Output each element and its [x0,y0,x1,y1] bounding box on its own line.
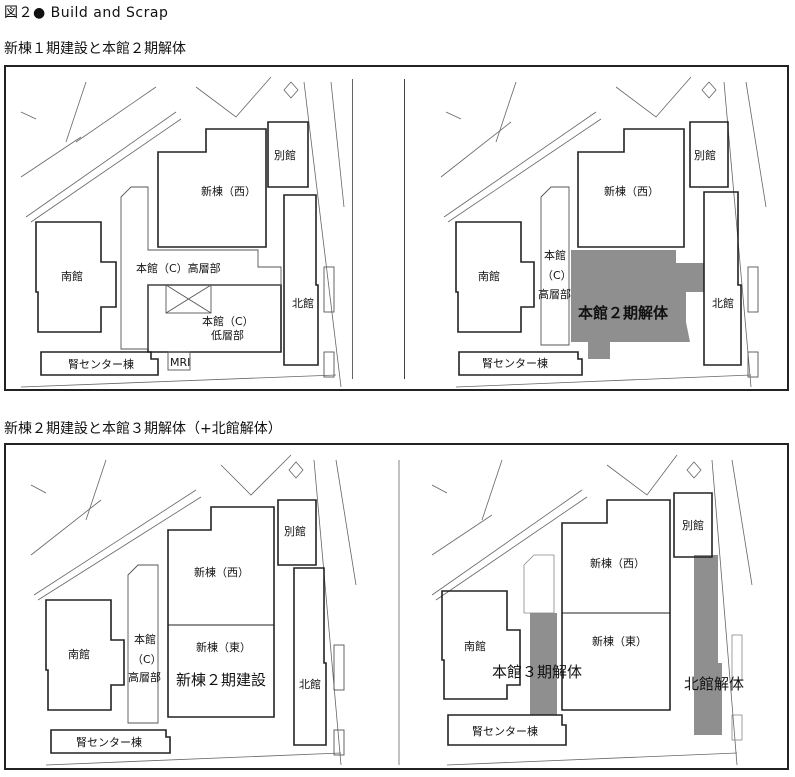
label-main-phase3-demolition: 本館３期解体 [492,663,582,681]
section-1-frame: 新棟（西） 別館 北館 南館 本館（C）高層部 本館（C） 低層部 腎センター棟… [4,65,789,391]
label-new-west: 新棟（西） [194,565,249,579]
label-main-high-1: 本館 [134,632,156,646]
demolition-area-main-phase3 [530,613,557,715]
panel-divider [404,79,405,379]
label-kidney: 腎センター棟 [482,356,548,370]
label-phase2-construction: 新棟２期建設 [176,671,266,689]
label-new-west: 新棟（西） [201,184,256,198]
label-annex: 別館 [274,148,296,162]
label-north: 北館 [299,677,321,691]
section-2-frame: 新棟（西） 新棟（東） 別館 北館 南館 本館 （C） 高層部 腎センター棟 新… [4,443,789,770]
figure-title: 図２● Build and Scrap [4,5,169,21]
label-new-east: 新棟（東） [592,634,647,648]
site-plan-phase2-construction: 新棟（西） 新棟（東） 別館 北館 南館 本館 （C） 高層部 腎センター棟 新… [30,454,400,766]
label-mri: MRI [170,356,190,369]
label-new-east: 新棟（東） [196,640,251,654]
label-main-high-2: （C） [132,653,162,666]
demolition-area-phase2 [571,250,704,342]
label-main-high-1: 本館 [544,248,566,262]
label-new-west: 新棟（西） [590,556,645,570]
label-kidney: 腎センター棟 [76,735,142,749]
label-new-west: 新棟（西） [604,184,659,198]
label-main-high-2: （C） [542,269,572,282]
label-south: 南館 [478,269,500,283]
label-south: 南館 [61,269,83,283]
panel-divider [352,79,353,379]
label-phase2-demolition: 本館２期解体 [578,304,669,322]
label-main-high: 本館（C）高層部 [136,261,221,275]
label-north: 北館 [712,296,734,310]
label-main-low-1: 本館（C） [202,314,254,328]
label-annex: 別館 [694,148,716,162]
label-kidney: 腎センター棟 [68,357,134,371]
label-south: 南館 [464,639,486,653]
site-plan-phase3-demolition: 新棟（西） 新棟（東） 別館 南館 腎センター棟 本館３期解体 北館解体 [431,454,753,766]
label-north: 北館 [292,296,314,310]
label-annex: 別館 [284,524,306,538]
label-north-demolition: 北館解体 [684,675,744,693]
demolition-area-north [694,555,722,735]
label-kidney: 腎センター棟 [472,724,538,738]
site-plan-phase1-before: 新棟（西） 別館 北館 南館 本館（C）高層部 本館（C） 低層部 腎センター棟… [20,76,345,388]
section-1-title: 新棟１期建設と本館２期解体 [4,41,186,57]
label-main-high-3: 高層部 [128,670,161,684]
label-main-high-3: 高層部 [538,287,571,301]
label-south: 南館 [68,647,90,661]
site-plan-phase1-after: 新棟（西） 別館 北館 南館 本館 （C） 高層部 腎センター棟 本館２期解体 [440,76,767,388]
section-2-title: 新棟２期建設と本館３期解体（+北館解体） [4,421,282,437]
label-annex: 別館 [682,518,704,532]
label-main-low-2: 低層部 [211,328,244,342]
